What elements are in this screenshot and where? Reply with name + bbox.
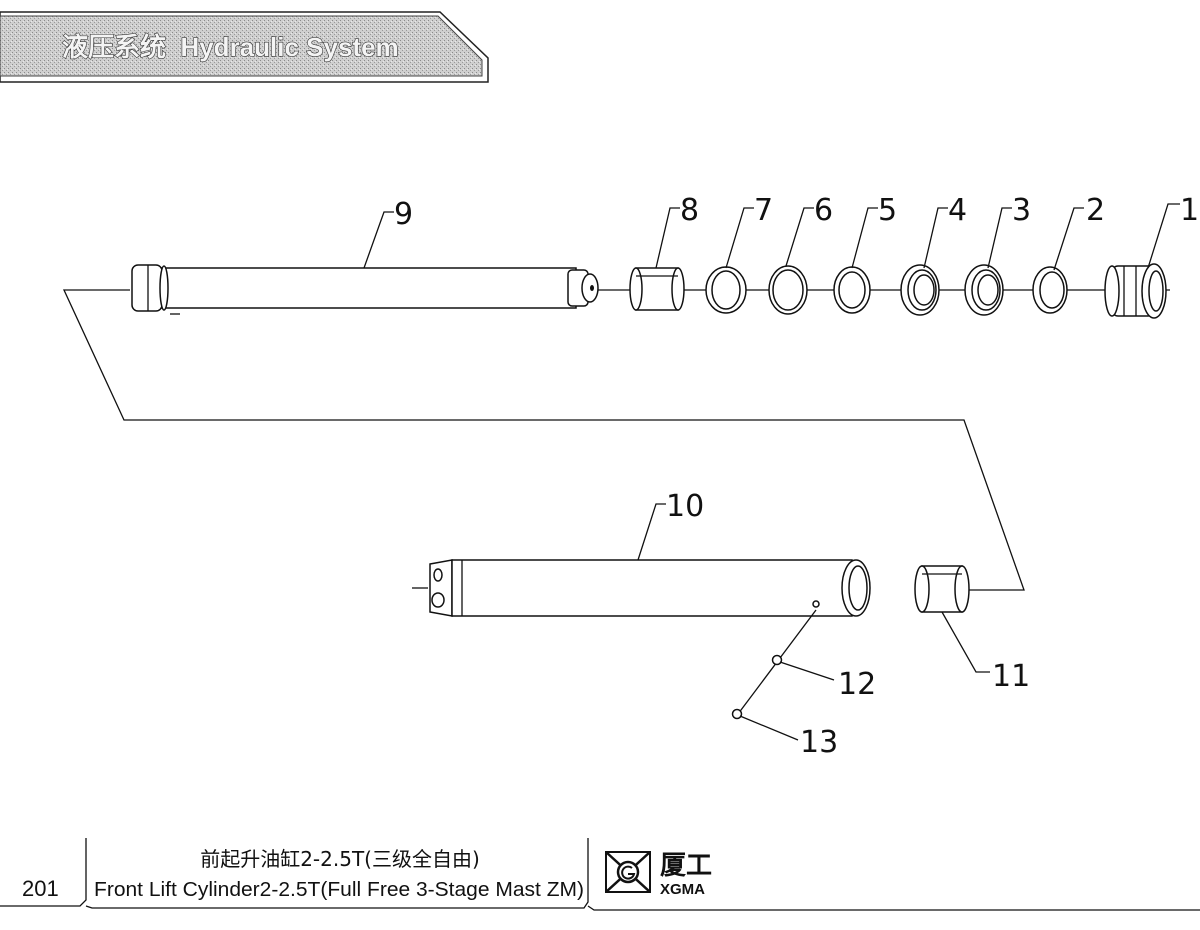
part-2-seal-ring	[1032, 266, 1068, 314]
part-8-guide-sleeve	[629, 267, 685, 311]
part-9-piston-rod	[131, 264, 599, 315]
page-number: 201	[22, 876, 59, 901]
part-3-seal-ring	[964, 264, 1004, 316]
callout-leaders	[363, 203, 1180, 741]
part-12-fitting	[771, 654, 783, 666]
footer-logo-bracket	[587, 905, 1200, 911]
footer-title-en: Front Lift Cylinder2-2.5T(Full Free 3-St…	[94, 879, 584, 901]
part-11-guide-sleeve	[914, 565, 970, 613]
footer-title-cn: 前起升油缸2-2.5T(三级全自由)	[200, 847, 480, 871]
callout-4: 4	[948, 193, 967, 228]
callout-7: 7	[754, 193, 773, 228]
callout-12: 12	[838, 667, 876, 702]
assembly-flow-line-route	[62, 289, 1025, 591]
callout-11: 11	[992, 659, 1030, 694]
logo-text-cn: 厦工	[660, 851, 712, 881]
callout-13: 13	[800, 725, 838, 760]
part-5-seal-disc	[833, 266, 871, 314]
callout-9: 9	[394, 197, 413, 232]
logo-text-en: XGMA	[660, 881, 705, 898]
xgma-logo-icon	[605, 851, 651, 893]
section-title: 液压系统 Hydraulic System	[62, 32, 399, 62]
callout-1: 1	[1180, 193, 1199, 228]
part-4-seal-ring	[900, 264, 940, 316]
header-background	[0, 15, 483, 77]
footer-title-bracket	[85, 838, 589, 909]
footer: 201 前起升油缸2-2.5T(三级全自由) Front Lift Cylind…	[0, 838, 1200, 911]
part-6-o-ring	[768, 265, 808, 315]
callout-3: 3	[1012, 193, 1031, 228]
part-10-cylinder-barrel	[412, 559, 871, 617]
callout-6: 6	[814, 193, 833, 228]
callout-5: 5	[878, 193, 897, 228]
callout-10: 10	[666, 489, 704, 524]
footer-page-bracket	[0, 838, 87, 907]
part-13-fitting	[731, 708, 743, 720]
header-outline	[0, 11, 489, 83]
part-9-rod-body	[161, 267, 577, 309]
part-7-seal-disc	[705, 266, 747, 314]
part-1-cylinder-head	[1104, 263, 1167, 319]
part-9-rod-end	[131, 264, 163, 312]
callout-8: 8	[680, 193, 699, 228]
section-header: 液压系统 Hydraulic System	[0, 11, 489, 83]
callout-2: 2	[1086, 193, 1105, 228]
